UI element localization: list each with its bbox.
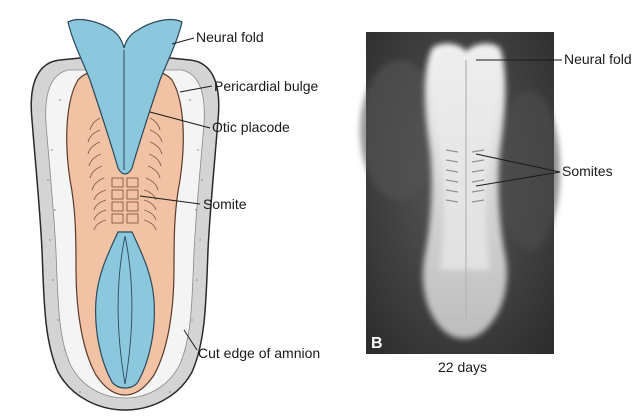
label-neural-fold: Neural fold	[196, 29, 264, 45]
amnion-stipple	[47, 99, 203, 393]
photo-label-neural-fold: Neural fold	[564, 51, 632, 67]
panel-letter-b: B	[371, 335, 383, 352]
somite-blocks	[111, 177, 139, 224]
label-cut-edge-of-amnion: Cut edge of amnion	[198, 345, 320, 361]
neural-fold-caudal	[95, 231, 155, 389]
embryo-photo: B	[360, 32, 560, 354]
neural-groove-caudal	[117, 235, 133, 385]
drawing-labels: Neural fold Pericardial bulge Otic placo…	[139, 29, 320, 361]
embryo-drawing	[30, 18, 220, 411]
label-somite: Somite	[203, 196, 247, 212]
neural-fold-cranial	[67, 18, 183, 175]
photo-label-somites: Somites	[562, 163, 613, 179]
photo-labels: Neural fold Somites 22 days	[438, 51, 632, 375]
label-pericardial-bulge: Pericardial bulge	[214, 78, 318, 94]
label-otic-placode: Otic placode	[212, 119, 290, 135]
somites-right	[143, 117, 163, 231]
somites-left	[87, 117, 107, 231]
photo-somites	[445, 149, 485, 203]
photo-caption: 22 days	[438, 359, 487, 375]
